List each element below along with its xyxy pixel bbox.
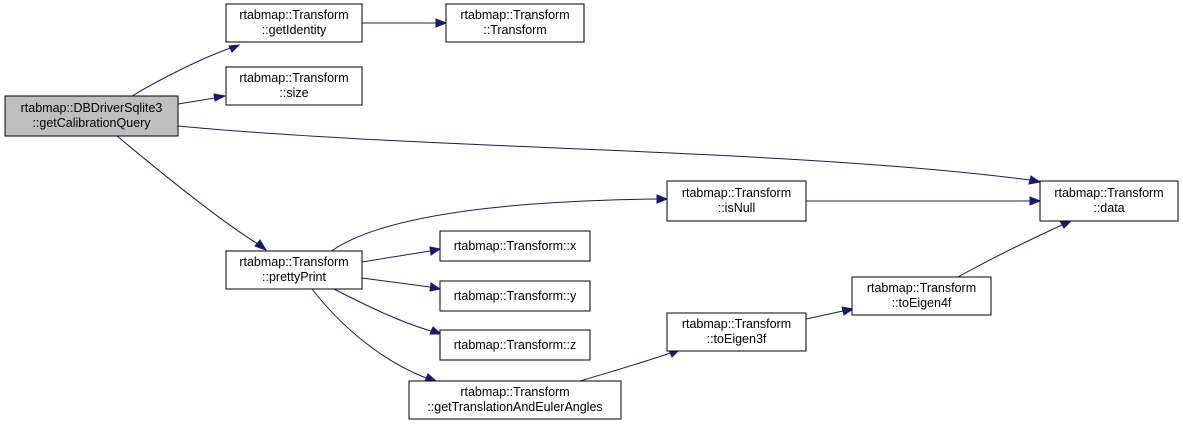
edge-getcalibrationquery-to-getidentity — [131, 44, 241, 97]
node-label-line2: ::prettyPrint — [262, 270, 326, 284]
edge-prettyprint-to-z — [333, 288, 443, 335]
node-label-line2: ::getCalibrationQuery — [32, 116, 151, 130]
node-label-line1: rtabmap::Transform — [239, 71, 348, 85]
node-label-line2: ::size — [279, 86, 308, 100]
node-toeigen3f[interactable]: rtabmap::Transform ::toEigen3f — [666, 312, 807, 352]
edge-prettyprint-to-isnull — [329, 194, 669, 253]
node-label-line1: rtabmap::Transform — [867, 281, 976, 295]
edge-getcalibrationquery-to-data — [177, 125, 1042, 185]
edge-getcalibrationquery-to-prettyprint — [116, 135, 268, 251]
node-label-line2: ::toEigen3f — [707, 332, 767, 346]
node-label-line2: ::toEigen4f — [892, 296, 952, 310]
edge-gettranslationandeulerangles-to-toeigen3f — [579, 349, 681, 382]
node-label-line1: rtabmap::Transform — [239, 255, 348, 269]
edge-toeigen4f-to-data — [957, 220, 1073, 278]
node-label: rtabmap::Transform::z — [454, 338, 577, 352]
node-toeigen4f[interactable]: rtabmap::Transform ::toEigen4f — [851, 276, 992, 316]
edge-getcalibrationquery-to-size — [177, 93, 227, 105]
edge-prettyprint-to-y — [361, 277, 442, 292]
node-label-line2: ::isNull — [718, 201, 756, 215]
edge-prettyprint-to-gettranslationandeulerangles — [311, 288, 438, 382]
node-label-line2: ::Transform — [483, 23, 546, 37]
node-label-line1: rtabmap::DBDriverSqlite3 — [21, 101, 163, 115]
edges-layer — [116, 18, 1073, 382]
node-size[interactable]: rtabmap::Transform ::size — [225, 66, 363, 106]
edge-prettyprint-to-x — [361, 246, 442, 263]
node-x[interactable]: rtabmap::Transform::x — [439, 230, 591, 262]
node-y[interactable]: rtabmap::Transform::y — [439, 280, 591, 312]
node-isnull[interactable]: rtabmap::Transform ::isNull — [666, 180, 807, 222]
node-label: rtabmap::Transform::x — [454, 239, 577, 253]
nodes-layer: rtabmap::DBDriverSqlite3 ::getCalibratio… — [4, 3, 1179, 420]
edge-isnull-to-data — [806, 196, 1042, 206]
node-label-line1: rtabmap::Transform — [682, 186, 791, 200]
node-label-line1: rtabmap::Transform — [460, 385, 569, 399]
node-getidentity[interactable]: rtabmap::Transform ::getIdentity — [225, 3, 363, 43]
node-data[interactable]: rtabmap::Transform ::data — [1039, 180, 1179, 222]
node-gettranslationandeulerangles[interactable]: rtabmap::Transform ::getTranslationAndEu… — [408, 380, 622, 420]
node-getcalibrationquery: rtabmap::DBDriverSqlite3 ::getCalibratio… — [4, 95, 179, 137]
node-z[interactable]: rtabmap::Transform::z — [439, 329, 591, 361]
node-prettyprint[interactable]: rtabmap::Transform ::prettyPrint — [225, 250, 363, 290]
node-label: rtabmap::Transform::y — [454, 289, 577, 303]
edge-toeigen3f-to-toeigen4f — [805, 306, 855, 320]
edge-getidentity-to-transform — [362, 18, 448, 28]
node-label-line2: ::getIdentity — [262, 23, 327, 37]
node-label-line1: rtabmap::Transform — [682, 317, 791, 331]
node-label-line1: rtabmap::Transform — [460, 8, 569, 22]
node-label-line1: rtabmap::Transform — [239, 8, 348, 22]
node-transform-constructor[interactable]: rtabmap::Transform ::Transform — [445, 3, 585, 43]
node-label-line2: ::data — [1093, 201, 1124, 215]
node-label-line2: ::getTranslationAndEulerAngles — [427, 400, 602, 414]
node-label-line1: rtabmap::Transform — [1054, 186, 1163, 200]
